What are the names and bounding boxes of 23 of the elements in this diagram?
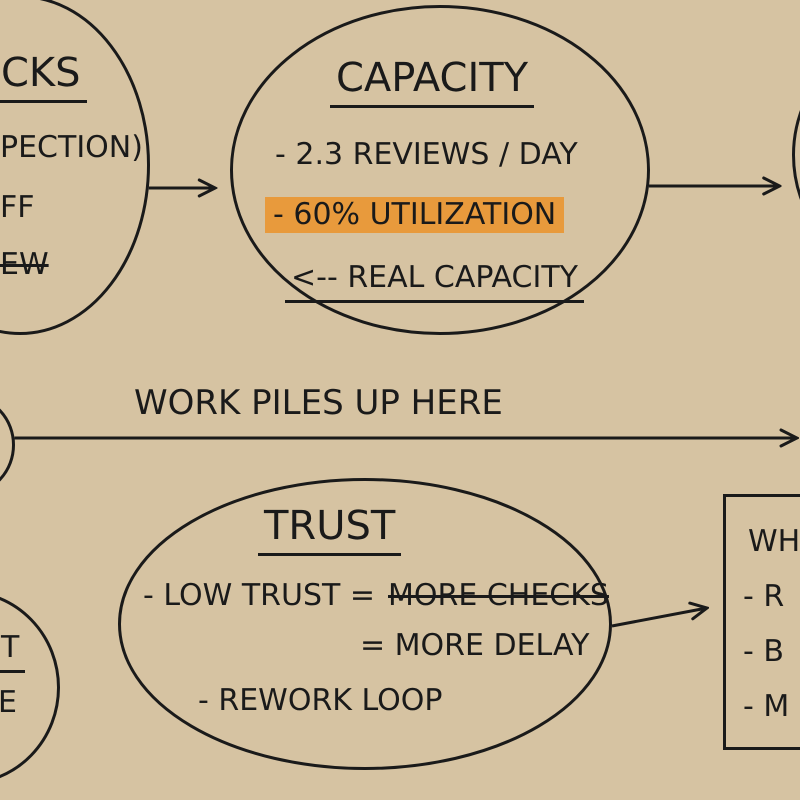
heading: CAPACITY [330,55,534,108]
list-item: - REWORK LOOP [198,683,442,719]
list-item: PECTION) [0,130,143,166]
struck-text: MORE CHECKS [388,578,609,614]
list-item: = MORE DELAY [360,628,590,664]
heading: CKS [0,50,87,103]
list-item: E [0,685,17,721]
list-item: - B [743,634,784,670]
list-item: FF [0,190,35,226]
highlighted-text: - 60% UTILIZATION [265,197,564,233]
list-item: WH [748,524,800,560]
heading: TRUST [258,503,402,556]
arrow [649,176,782,196]
list-item: - M [743,689,790,725]
struck-text: EW [0,247,49,283]
list-item: - R [743,579,784,615]
arrow [148,178,217,198]
list-item: - 2.3 REVIEWS / DAY [275,137,578,173]
list-item: T [0,630,26,673]
arrow [14,428,798,448]
list-item: - LOW TRUST = [143,578,375,614]
arrow [612,602,708,628]
list-item: <-- REAL CAPACITY [285,260,584,303]
